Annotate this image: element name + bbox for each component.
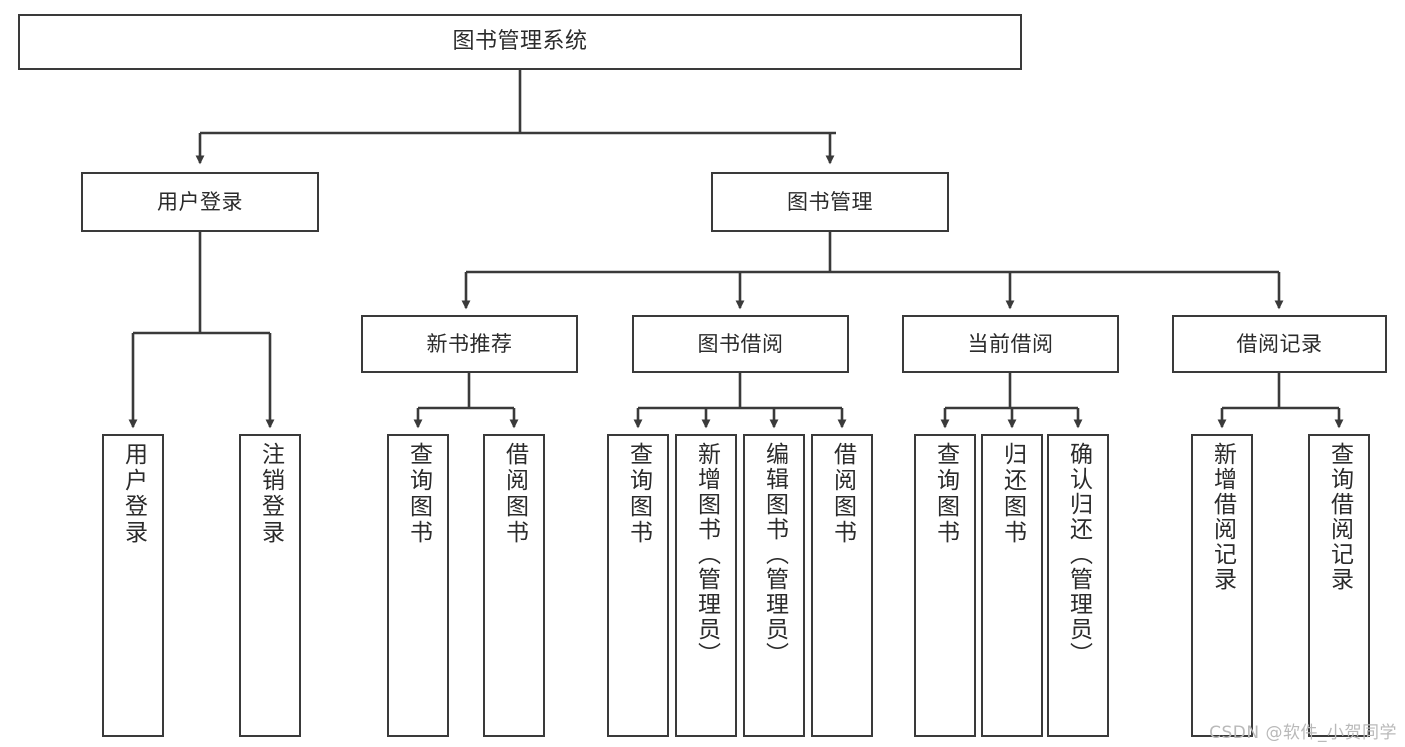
node-book-borrow[interactable]: 图书借阅 xyxy=(632,315,849,373)
node-label: 新增借阅记录 xyxy=(1209,442,1236,592)
node-label: 当前借阅 xyxy=(967,331,1054,356)
node-label: 注销登录 xyxy=(257,442,284,546)
node-label: 图书管理系统 xyxy=(452,29,588,55)
watermark-text: CSDN @软件_小贺同学 xyxy=(1209,723,1397,743)
node-label: 借阅图书 xyxy=(829,442,856,546)
leaf-borrow-books-new[interactable]: 借阅图书 xyxy=(483,434,545,737)
node-label: 新增图书（管理员） xyxy=(693,442,720,667)
node-borrow-records[interactable]: 借阅记录 xyxy=(1172,315,1387,373)
node-label: 查询图书 xyxy=(625,442,652,546)
node-user-login[interactable]: 用户登录 xyxy=(81,172,319,232)
node-new-book-recommend[interactable]: 新书推荐 xyxy=(361,315,578,373)
leaf-query-books-new[interactable]: 查询图书 xyxy=(387,434,449,737)
node-label: 查询图书 xyxy=(932,442,959,546)
node-label: 用户登录 xyxy=(157,189,243,214)
leaf-query-books-borrow[interactable]: 查询图书 xyxy=(607,434,669,737)
leaf-user-login[interactable]: 用户登录 xyxy=(102,434,164,737)
node-label: 图书管理 xyxy=(787,189,873,214)
leaf-borrow-books[interactable]: 借阅图书 xyxy=(811,434,873,737)
node-label: 借阅图书 xyxy=(501,442,528,546)
leaf-query-borrow-record[interactable]: 查询借阅记录 xyxy=(1308,434,1370,737)
leaf-add-borrow-record[interactable]: 新增借阅记录 xyxy=(1191,434,1253,737)
node-label: 确认归还（管理员） xyxy=(1065,442,1092,667)
node-current-borrow[interactable]: 当前借阅 xyxy=(902,315,1119,373)
leaf-add-book-admin[interactable]: 新增图书（管理员） xyxy=(675,434,737,737)
node-root-system[interactable]: 图书管理系统 xyxy=(18,14,1022,70)
node-label: 查询图书 xyxy=(405,442,432,546)
node-label: 新书推荐 xyxy=(426,331,513,356)
leaf-edit-book-admin[interactable]: 编辑图书（管理员） xyxy=(743,434,805,737)
leaf-query-books-current[interactable]: 查询图书 xyxy=(914,434,976,737)
node-label: 编辑图书（管理员） xyxy=(761,442,788,667)
node-label: 借阅记录 xyxy=(1236,331,1323,356)
node-label: 查询借阅记录 xyxy=(1326,442,1353,592)
node-book-management[interactable]: 图书管理 xyxy=(711,172,949,232)
node-label: 用户登录 xyxy=(120,442,147,546)
node-label: 归还图书 xyxy=(999,442,1026,546)
leaf-confirm-return-admin[interactable]: 确认归还（管理员） xyxy=(1047,434,1109,737)
leaf-return-books[interactable]: 归还图书 xyxy=(981,434,1043,737)
leaf-user-logout[interactable]: 注销登录 xyxy=(239,434,301,737)
node-label: 图书借阅 xyxy=(697,331,784,356)
